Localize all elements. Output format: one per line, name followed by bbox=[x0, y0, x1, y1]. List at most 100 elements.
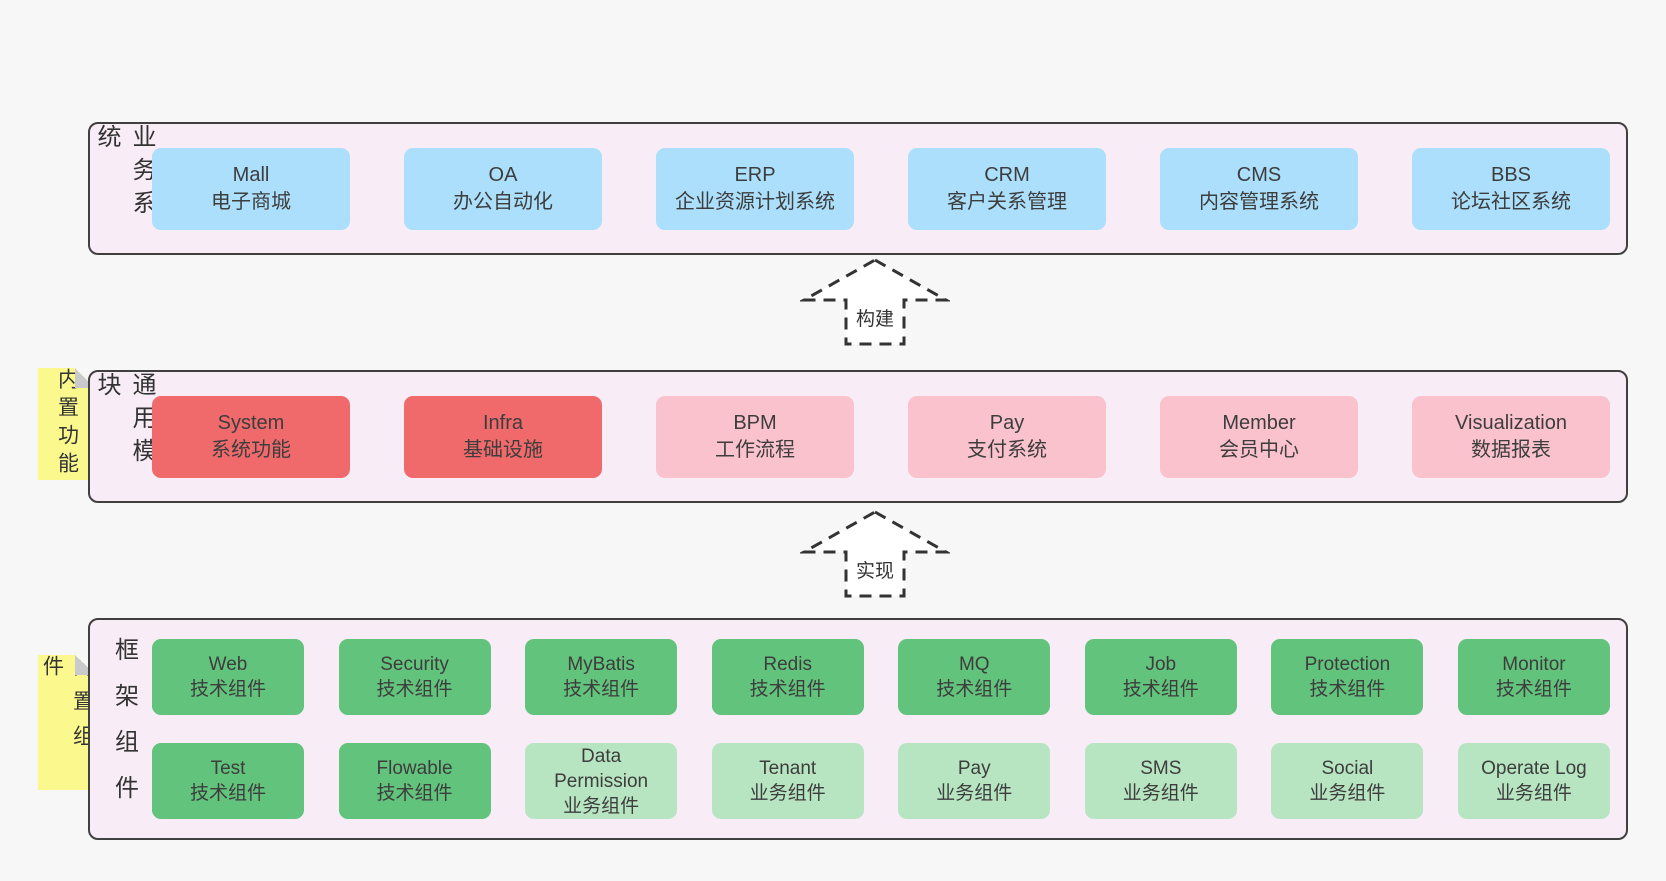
component-box-operate-log: Operate Log 业务组件 bbox=[1457, 743, 1610, 819]
module-box-bbs: BBS 论坛社区系统 bbox=[1412, 147, 1610, 230]
box-subtitle: 业务组件 bbox=[1122, 783, 1199, 804]
sticky-note-built-in-features: 内置功能 bbox=[38, 368, 95, 480]
box-title: ERP bbox=[734, 163, 776, 186]
arrow-label-implement: 实现 bbox=[855, 561, 894, 582]
box-title: Social bbox=[1321, 758, 1374, 779]
box-subtitle: 基础设施 bbox=[463, 438, 543, 461]
box-title: BBS bbox=[1490, 163, 1532, 186]
box-subtitle: 系统功能 bbox=[211, 438, 291, 461]
box-subtitle: 技术组件 bbox=[189, 783, 266, 804]
module-box-visualization: Visualization 数据报表 bbox=[1412, 395, 1610, 478]
box-title: Data Permission bbox=[554, 745, 649, 792]
box-subtitle: 技术组件 bbox=[749, 679, 826, 700]
box-title: Operate Log bbox=[1481, 758, 1587, 779]
component-box-sms: SMS 业务组件 bbox=[1084, 743, 1237, 819]
box-title: Flowable bbox=[376, 758, 453, 779]
build-arrow-icon: 构建 bbox=[800, 256, 950, 348]
framework-row-2: Test 技术组件 Flowable 技术组件 Data Permission … bbox=[152, 743, 1610, 819]
box-title: Redis bbox=[763, 654, 812, 675]
box-subtitle: 内容管理系统 bbox=[1199, 190, 1319, 213]
box-title: Mall bbox=[232, 163, 270, 186]
box-subtitle: 支付系统 bbox=[967, 438, 1047, 461]
box-subtitle: 业务组件 bbox=[1495, 783, 1572, 804]
box-subtitle: 业务组件 bbox=[563, 795, 640, 817]
box-title: Protection bbox=[1304, 654, 1391, 675]
box-subtitle: 会员中心 bbox=[1219, 438, 1299, 461]
box-subtitle: 电子商城 bbox=[211, 190, 291, 213]
component-box-pay: Pay 业务组件 bbox=[898, 743, 1051, 819]
component-box-mq: MQ 技术组件 bbox=[898, 639, 1051, 715]
component-box-social: Social 业务组件 bbox=[1271, 743, 1424, 819]
up-arrow-dashed-icon bbox=[800, 510, 950, 598]
module-box-cms: CMS 内容管理系统 bbox=[1160, 147, 1358, 230]
module-box-member: Member 会员中心 bbox=[1160, 395, 1358, 478]
box-subtitle: 客户关系管理 bbox=[947, 190, 1067, 213]
business-boxes-row: Mall 电子商城 OA 办公自动化 ERP 企业资源计划系统 CRM 客户关系… bbox=[152, 124, 1610, 253]
box-title: Pay bbox=[957, 758, 991, 779]
box-subtitle: 论坛社区系统 bbox=[1451, 190, 1571, 213]
box-title: Pay bbox=[989, 411, 1025, 434]
box-title: Member bbox=[1222, 411, 1296, 434]
component-box-security: Security 技术组件 bbox=[338, 639, 491, 715]
module-boxes-row: System 系统功能 Infra 基础设施 BPM 工作流程 Pay 支付系统… bbox=[152, 372, 1610, 501]
component-box-flowable: Flowable 技术组件 bbox=[338, 743, 491, 819]
box-subtitle: 企业资源计划系统 bbox=[675, 190, 835, 213]
component-box-protection: Protection 技术组件 bbox=[1271, 639, 1424, 715]
box-subtitle: 技术组件 bbox=[1309, 679, 1386, 700]
box-title: Visualization bbox=[1455, 411, 1567, 434]
box-title: SMS bbox=[1140, 758, 1182, 779]
band-label-framework: 框架组件 bbox=[104, 620, 144, 838]
framework-boxes-grid: Web 技术组件 Security 技术组件 MyBatis 技术组件 Redi… bbox=[152, 620, 1610, 838]
box-subtitle: 技术组件 bbox=[1122, 679, 1199, 700]
box-subtitle: 业务组件 bbox=[749, 783, 826, 804]
box-title: MyBatis bbox=[567, 654, 635, 675]
box-subtitle: 技术组件 bbox=[563, 679, 640, 700]
component-box-data-permission: Data Permission 业务组件 bbox=[525, 743, 678, 819]
box-title: Tenant bbox=[759, 758, 817, 779]
common-modules-band: 通用模块 System 系统功能 Infra 基础设施 BPM 工作流程 Pay… bbox=[88, 370, 1628, 503]
box-title: Test bbox=[210, 758, 246, 779]
band-label-modules: 通用模块 bbox=[93, 372, 155, 501]
box-subtitle: 技术组件 bbox=[189, 679, 266, 700]
box-title: Monitor bbox=[1502, 654, 1566, 675]
arrow-label-build: 构建 bbox=[855, 309, 894, 330]
box-title: BPM bbox=[733, 411, 777, 434]
box-subtitle: 技术组件 bbox=[1495, 679, 1572, 700]
module-box-crm: CRM 客户关系管理 bbox=[908, 147, 1106, 230]
component-box-test: Test 技术组件 bbox=[152, 743, 304, 819]
component-box-redis: Redis 技术组件 bbox=[711, 639, 864, 715]
box-title: Job bbox=[1145, 654, 1177, 675]
box-subtitle: 技术组件 bbox=[376, 783, 453, 804]
band-label-text: 业务系统 bbox=[93, 124, 155, 223]
box-title: Web bbox=[208, 654, 248, 675]
box-subtitle: 业务组件 bbox=[1309, 783, 1386, 804]
sticky-note-text: 内置功能 bbox=[55, 368, 79, 480]
module-box-oa: OA 办公自动化 bbox=[404, 147, 602, 230]
box-subtitle: 技术组件 bbox=[936, 679, 1013, 700]
component-box-job: Job 技术组件 bbox=[1084, 639, 1237, 715]
module-box-pay: Pay 支付系统 bbox=[908, 395, 1106, 478]
box-title: System bbox=[217, 411, 285, 434]
box-title: CMS bbox=[1236, 163, 1282, 186]
component-box-mybatis: MyBatis 技术组件 bbox=[525, 639, 678, 715]
component-box-web: Web 技术组件 bbox=[152, 639, 304, 715]
business-systems-band: 业务系统 Mall 电子商城 OA 办公自动化 ERP 企业资源计划系统 CRM… bbox=[88, 122, 1628, 255]
box-title: MQ bbox=[958, 654, 990, 675]
module-box-mall: Mall 电子商城 bbox=[152, 147, 350, 230]
box-subtitle: 数据报表 bbox=[1471, 438, 1551, 461]
up-arrow-dashed-icon bbox=[800, 258, 950, 346]
framework-row-1: Web 技术组件 Security 技术组件 MyBatis 技术组件 Redi… bbox=[152, 639, 1610, 715]
box-title: CRM bbox=[984, 163, 1030, 186]
band-label-business: 业务系统 bbox=[93, 124, 155, 253]
box-subtitle: 技术组件 bbox=[376, 679, 453, 700]
module-box-system: System 系统功能 bbox=[152, 395, 350, 478]
module-box-erp: ERP 企业资源计划系统 bbox=[656, 147, 854, 230]
box-title: Security bbox=[380, 654, 449, 675]
box-subtitle: 业务组件 bbox=[936, 783, 1013, 804]
band-label-text: 框架组件 bbox=[110, 637, 138, 821]
box-subtitle: 办公自动化 bbox=[453, 190, 553, 213]
sticky-note-built-in-components: 内置组件 bbox=[38, 655, 95, 790]
sticky-note-text: 内置组件 bbox=[40, 655, 94, 760]
component-box-monitor: Monitor 技术组件 bbox=[1457, 639, 1610, 715]
